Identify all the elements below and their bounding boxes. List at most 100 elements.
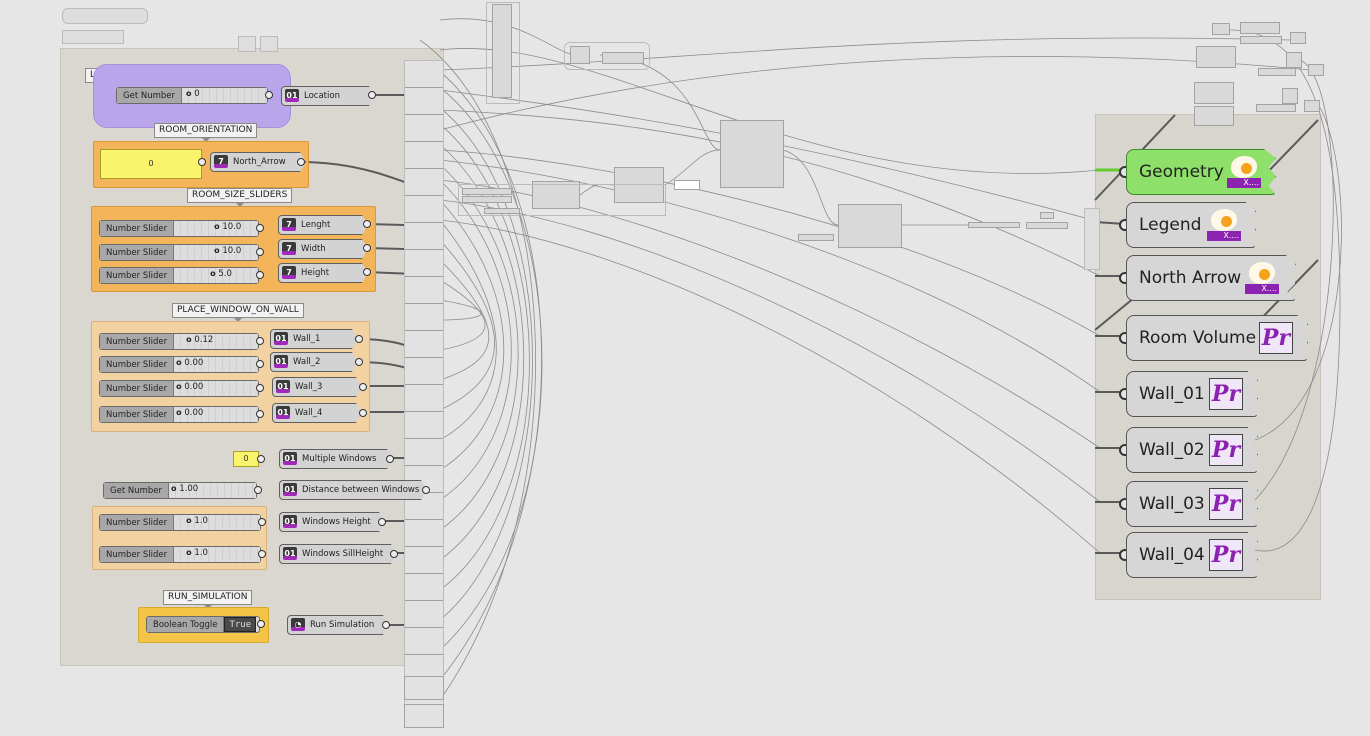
location-get-number[interactable]: Get Number 0	[116, 87, 268, 104]
param-label: Multiple Windows	[302, 454, 377, 464]
ghost-node	[1212, 23, 1230, 35]
param-label: Wall_4	[295, 408, 323, 418]
output-grip[interactable]	[363, 220, 371, 228]
integer-param-icon: 7	[282, 266, 296, 279]
north-arrow-param[interactable]: 7 North_Arrow	[210, 152, 306, 172]
location-param[interactable]: 01 Location	[281, 86, 375, 106]
output-label: Room Volume	[1139, 328, 1257, 348]
slider-rail[interactable]: 0.00	[174, 407, 258, 422]
room-volume-output[interactable]: Room Volume Pr	[1126, 315, 1308, 361]
ghost-node	[1258, 68, 1296, 76]
wall-1-slider[interactable]: Number Slider 0.12	[99, 333, 259, 350]
number-param-icon: 01	[284, 485, 296, 494]
output-grip[interactable]	[390, 550, 398, 558]
distance-param[interactable]: 01 Distance between Windows	[279, 480, 427, 500]
geometry-output[interactable]: Geometry X....	[1126, 149, 1276, 195]
output-grip[interactable]	[378, 518, 386, 526]
slider-value: 1.0	[186, 516, 208, 526]
output-grip[interactable]	[256, 337, 264, 345]
output-grip[interactable]	[257, 620, 265, 628]
ghost-group	[564, 42, 650, 70]
slider-rail[interactable]: 1.0	[174, 547, 260, 562]
output-grip[interactable]	[256, 360, 264, 368]
output-grip[interactable]	[258, 550, 266, 558]
wall-03-output[interactable]: Wall_03 Pr	[1126, 481, 1258, 527]
slider-rail[interactable]: 0.00	[174, 357, 258, 372]
slider-rail[interactable]: 1.0	[174, 515, 260, 530]
sill-height-param[interactable]: 01 Windows SillHeight	[279, 544, 397, 564]
ghost-node	[838, 204, 902, 248]
ghost-node	[1240, 36, 1282, 44]
slider-rail[interactable]: 5.0	[174, 268, 258, 283]
wall-4-param[interactable]: 01 Wall_4	[272, 403, 362, 423]
output-grip[interactable]	[254, 486, 262, 494]
sill-height-slider[interactable]: Number Slider 1.0	[99, 546, 261, 563]
panel-value: 0	[243, 454, 249, 463]
output-grip[interactable]	[256, 224, 264, 232]
wall-3-param[interactable]: 01 Wall_3	[272, 377, 362, 397]
ghost-node	[1194, 82, 1234, 104]
output-grip[interactable]	[258, 518, 266, 526]
output-grip[interactable]	[363, 268, 371, 276]
relay-node	[404, 676, 444, 700]
output-grip[interactable]	[386, 455, 394, 463]
slider-rail[interactable]: 0.00	[174, 381, 258, 396]
width-slider[interactable]: Number Slider 10.0	[99, 244, 259, 261]
height-param[interactable]: 7 Height	[278, 263, 368, 283]
output-grip[interactable]	[256, 248, 264, 256]
orientation-panel[interactable]: 0	[100, 149, 202, 179]
wall-01-output[interactable]: Wall_01 Pr	[1126, 371, 1258, 417]
output-grip[interactable]	[256, 271, 264, 279]
length-slider[interactable]: Number Slider 10.0	[99, 220, 259, 237]
output-grip[interactable]	[363, 244, 371, 252]
slider-rail[interactable]: 0.12	[174, 334, 258, 349]
north-arrow-output[interactable]: North Arrow X....	[1126, 255, 1296, 301]
output-grip[interactable]	[257, 455, 265, 463]
distance-get-number[interactable]: Get Number 1.00	[103, 482, 257, 499]
slider-rail[interactable]: 10.0	[174, 221, 258, 236]
output-grip[interactable]	[256, 410, 264, 418]
output-grip[interactable]	[256, 384, 264, 392]
output-grip[interactable]	[265, 91, 273, 99]
multiple-windows-panel[interactable]: 0	[233, 451, 259, 467]
output-grip[interactable]	[198, 158, 206, 166]
wall-3-slider[interactable]: Number Slider 0.00	[99, 380, 259, 397]
output-grip[interactable]	[382, 621, 390, 629]
wall-4-slider[interactable]: Number Slider 0.00	[99, 406, 259, 423]
wall-2-param[interactable]: 01 Wall_2	[270, 352, 358, 372]
output-grip[interactable]	[355, 335, 363, 343]
toggle-value[interactable]: True	[224, 617, 257, 632]
param-label: Location	[304, 91, 340, 101]
window-height-param[interactable]: 01 Windows Height	[279, 512, 385, 532]
output-grip[interactable]	[355, 358, 363, 366]
ghost-group	[486, 2, 520, 104]
multiple-windows-param[interactable]: 01 Multiple Windows	[279, 449, 393, 469]
wall-1-param[interactable]: 01 Wall_1	[270, 329, 358, 349]
length-param[interactable]: 7 Lenght	[278, 215, 368, 235]
wall-2-slider[interactable]: Number Slider 0.00	[99, 356, 259, 373]
get-number-rail[interactable]: 0	[182, 88, 267, 103]
wall-02-output[interactable]: Wall_02 Pr	[1126, 427, 1258, 473]
height-slider[interactable]: Number Slider 5.0	[99, 267, 259, 284]
output-grip[interactable]	[359, 383, 367, 391]
output-grip[interactable]	[422, 486, 430, 494]
number-param-icon: 01	[284, 517, 296, 526]
legend-output[interactable]: Legend X....	[1126, 202, 1256, 248]
wall-04-output[interactable]: Wall_04 Pr	[1126, 532, 1258, 578]
output-grip[interactable]	[359, 409, 367, 417]
output-grip[interactable]	[368, 91, 376, 99]
get-number-value: 1.00	[171, 484, 198, 494]
group-label-run-simulation: RUN_SIMULATION	[163, 590, 253, 609]
slider-rail[interactable]: 10.0	[174, 245, 258, 260]
param-label: Lenght	[301, 220, 331, 230]
param-label: Height	[301, 268, 330, 278]
get-number-rail[interactable]: 1.00	[169, 483, 256, 498]
group-label-place-window: PLACE_WINDOW_ON_WALL	[172, 303, 304, 322]
output-grip[interactable]	[297, 158, 305, 166]
width-param[interactable]: 7 Width	[278, 239, 368, 259]
slider-label: Number Slider	[100, 547, 175, 562]
window-height-slider[interactable]: Number Slider 1.0	[99, 514, 261, 531]
boolean-toggle[interactable]: Boolean Toggle True	[146, 616, 260, 633]
run-simulation-param[interactable]: ◔ Run Simulation	[287, 615, 389, 635]
